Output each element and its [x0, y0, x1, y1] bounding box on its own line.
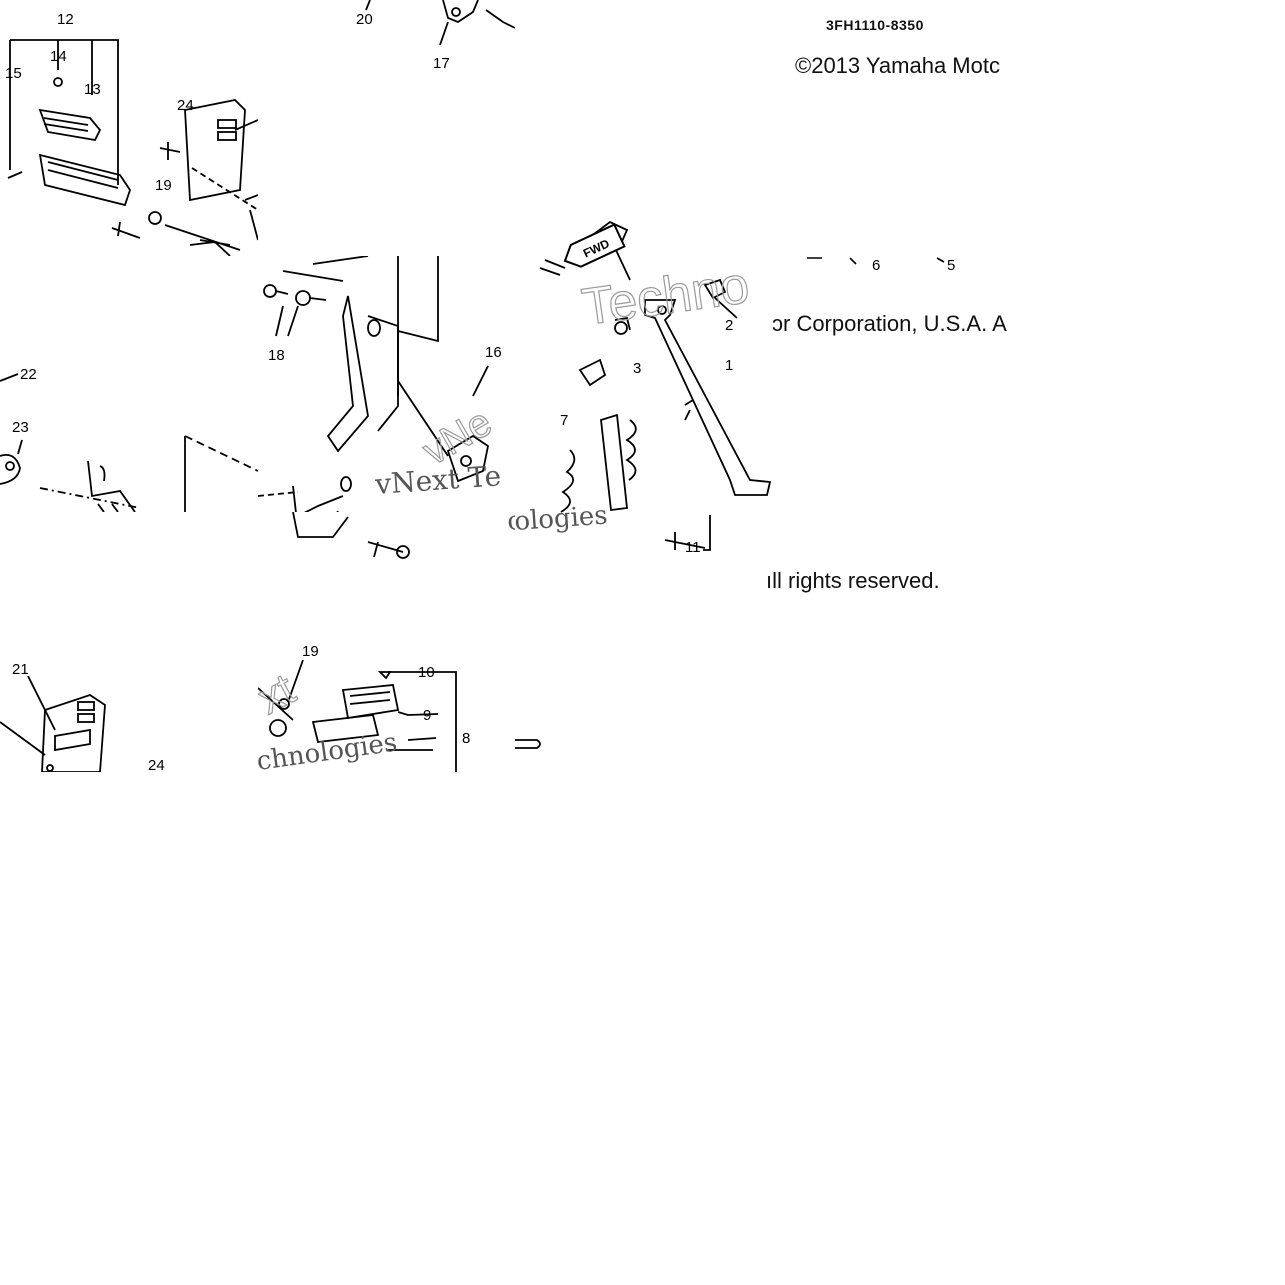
copyright-line-2: ɔr Corporation, U.S.A. A	[772, 311, 1007, 336]
tile-rear-bracket: 21 24	[0, 640, 258, 772]
tile-rear-footrest: 19 10 9 8 xt chnologies	[258, 640, 515, 772]
callout-1: 1	[725, 357, 733, 374]
callout-11: 11	[685, 539, 701, 556]
copyright-line-1: ©2013 Yamaha Motc	[795, 53, 1000, 78]
callout-18: 18	[268, 347, 285, 364]
callout-17: 17	[433, 55, 450, 72]
tile-cotter-pin	[515, 736, 545, 752]
callout-20: 20	[356, 11, 373, 28]
copyright-line-3: ıll rights reserved.	[766, 568, 940, 593]
callout-3: 3	[633, 360, 641, 377]
watermark-ologies: ologies	[515, 501, 609, 537]
tile-left-mid: 22 23	[0, 256, 258, 512]
callout-23: 23	[12, 419, 29, 436]
part-number: 3FH1110-8350	[826, 17, 924, 33]
tile-bracket-top: 20 17	[258, 0, 515, 80]
callout-6: 6	[872, 257, 880, 274]
callout-21: 21	[12, 661, 29, 678]
watermark-chnologies: chnologies	[258, 728, 399, 772]
callout-5: 5	[947, 257, 955, 274]
callout-15: 15	[5, 65, 22, 82]
cotter-pin-icon	[515, 739, 541, 749]
fwd-arrow-icon	[563, 223, 626, 268]
callout-12: 12	[57, 11, 74, 28]
watermark-xt: xt	[258, 664, 303, 723]
callout-9: 9	[423, 707, 431, 724]
callout-16: 16	[485, 344, 502, 361]
callout-10: 10	[418, 664, 435, 681]
callout-22: 22	[20, 366, 37, 383]
tile-side-stand: 2 3 7 1 11 Techno ologies FWD	[515, 210, 772, 556]
tile-center-bolt: ologies	[258, 512, 515, 572]
callout-24-top: 24	[177, 97, 194, 114]
tile-center-frame: 18 16 vNext Te vNe	[258, 256, 515, 512]
callout-2: 2	[725, 317, 733, 334]
callout-19-top: 19	[155, 177, 172, 194]
callout-14: 14	[50, 48, 67, 65]
tile-callouts-5-6: 6 5	[772, 250, 1028, 280]
callout-24-bottom: 24	[148, 757, 165, 772]
callout-7: 7	[560, 412, 568, 429]
callout-19-bottom: 19	[302, 643, 319, 660]
tile-front-footrest: 12 14 15 13 24 19	[0, 0, 258, 256]
watermark-ologies-c: ologies	[506, 512, 515, 537]
callout-8: 8	[462, 730, 470, 747]
callout-13: 13	[84, 81, 101, 98]
